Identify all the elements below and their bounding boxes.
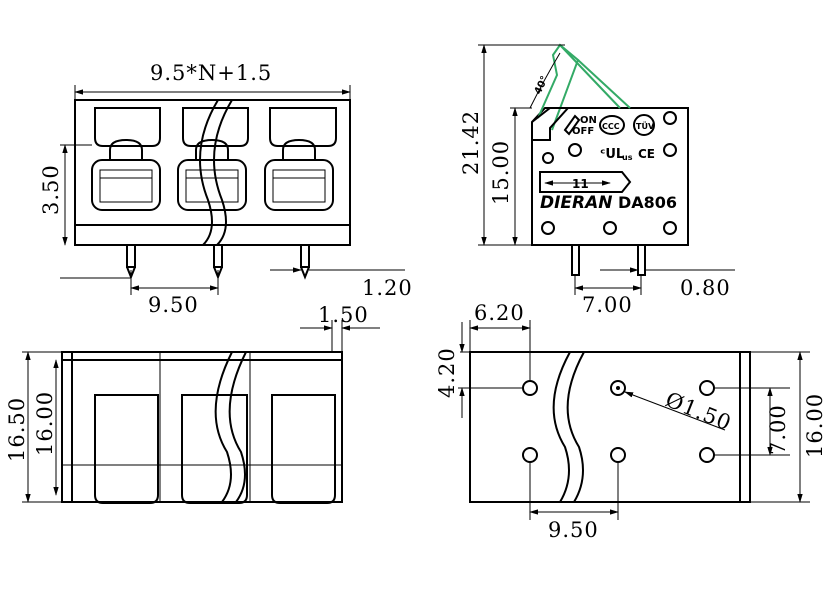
dim-top-outer-depth: 16.50 (5, 397, 29, 462)
dim-front-height: 3.50 (39, 164, 63, 215)
front-view: 9.5*N+1.5 3.50 9.50 1.20 (39, 61, 413, 317)
front-module-2 (177, 138, 247, 211)
side-view: 40° ON OFF CCC TÜV ᶜUL us CE 11 DIERAN D… (459, 43, 735, 317)
marking-us: us (622, 153, 633, 162)
dim-front-pitch: 9.50 (148, 293, 199, 317)
dim-side-body-height: 15.00 (489, 140, 513, 205)
dim-pcb-offset-y: 4.20 (435, 347, 459, 398)
dim-side-pin-spacing: 7.00 (582, 293, 633, 317)
front-module-3 (264, 138, 334, 211)
dim-side-pin-width: 0.80 (680, 276, 731, 300)
brand-name: DIERAN (540, 193, 613, 213)
marking-on: ON (580, 115, 597, 126)
dim-overall-width: 9.5*N+1.5 (150, 61, 272, 85)
marking-tuv: TÜV (636, 121, 655, 131)
dim-front-pin-width: 1.20 (362, 276, 413, 300)
marking-off: OFF (572, 126, 594, 137)
pcb-hole (610, 447, 626, 463)
pcb-hole (699, 447, 715, 463)
front-module-1 (91, 138, 161, 211)
dim-top-inner-depth: 16.00 (33, 391, 57, 456)
pcb-layout-view: 6.20 4.20 Ø1.50 7.00 16.00 9.50 (435, 301, 825, 542)
dim-pcb-row-spacing: 7.00 (766, 404, 790, 455)
marking-ce: CE (638, 147, 655, 161)
pcb-hole (610, 380, 626, 396)
top-view: 1.50 16.50 16.00 (5, 303, 380, 504)
marking-ul: ᶜUL (600, 147, 624, 162)
pcb-hole (699, 380, 715, 396)
dim-pcb-pitch: 9.50 (548, 518, 599, 542)
dim-side-total-height: 21.42 (459, 110, 483, 175)
dim-pcb-hole-diameter: Ø1.50 (662, 387, 735, 435)
marking-ccc: CCC (602, 122, 620, 131)
marking-pitch: 11 (572, 177, 589, 191)
model-number: DA806 (618, 193, 677, 212)
pcb-hole (522, 447, 538, 463)
dim-pcb-offset-x: 6.20 (474, 301, 525, 325)
dim-pcb-board-depth: 16.00 (803, 393, 825, 458)
dim-top-edge-offset: 1.50 (318, 303, 369, 327)
pcb-hole (522, 380, 538, 396)
